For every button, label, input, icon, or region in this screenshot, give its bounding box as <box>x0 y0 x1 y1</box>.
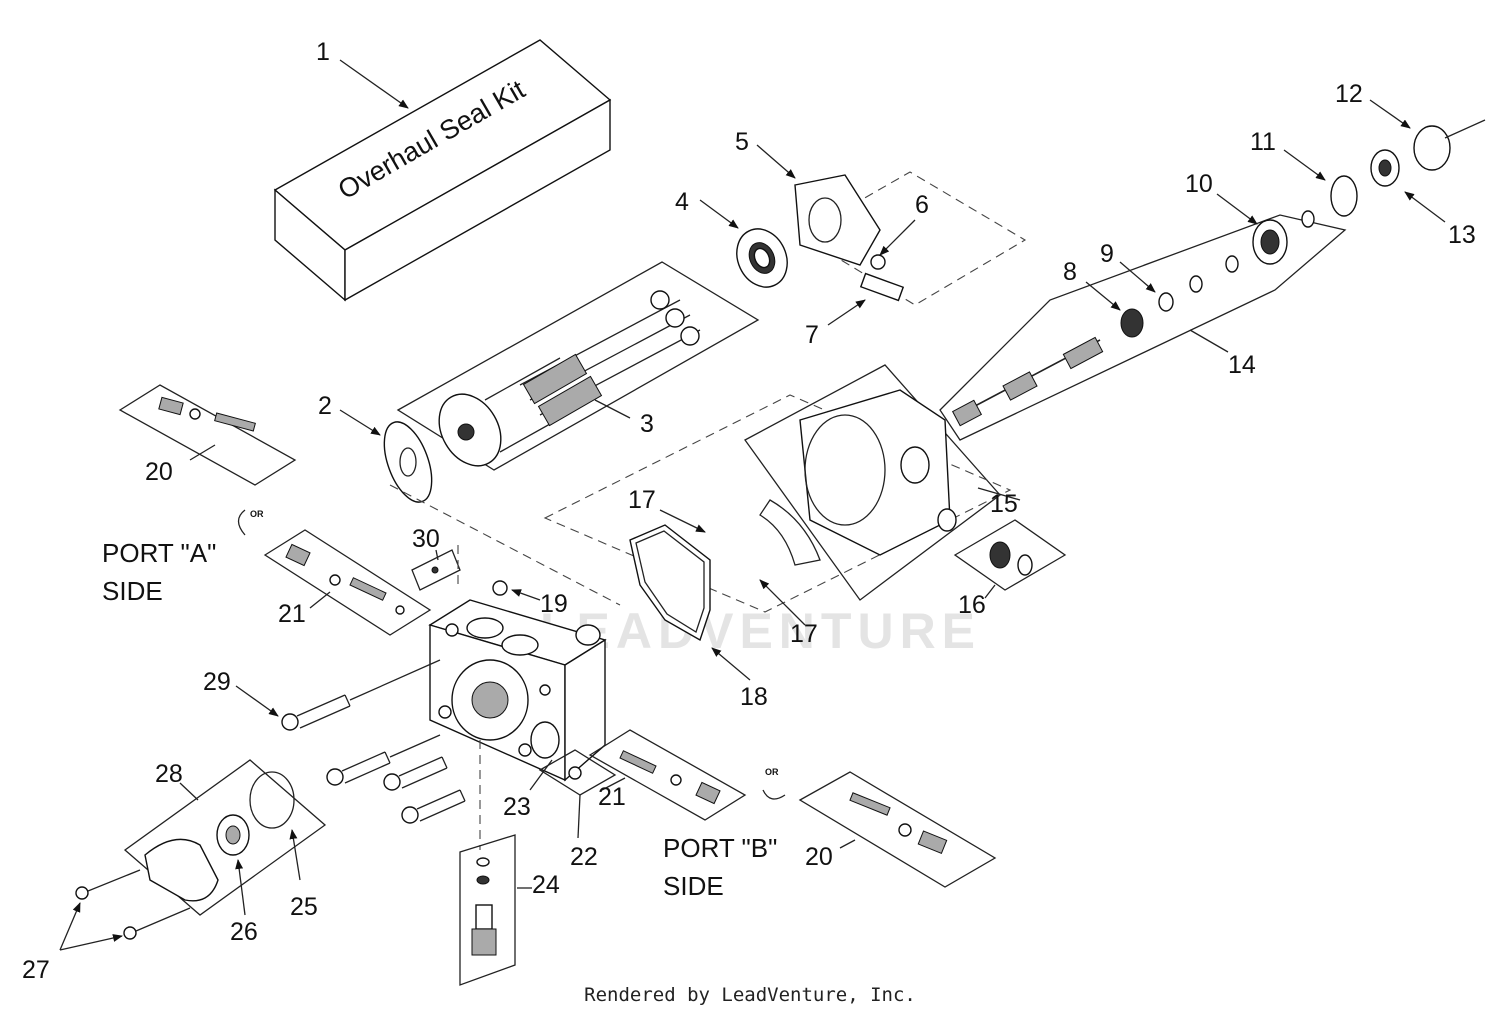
callout-21-right: 21 <box>598 783 626 811</box>
callout-21-left: 21 <box>278 600 306 628</box>
callout-27: 27 <box>22 956 50 984</box>
callout-14: 14 <box>1228 351 1256 379</box>
callout-4: 4 <box>675 188 689 216</box>
callout-8: 8 <box>1063 258 1077 286</box>
callout-11: 11 <box>1250 128 1276 156</box>
callout-6: 6 <box>915 191 929 219</box>
callout-24: 24 <box>532 871 560 899</box>
small-plug <box>411 545 461 591</box>
callout-30: 30 <box>412 525 440 553</box>
port-b-label: OR PORT "B" SIDE <box>663 767 779 901</box>
valve-cartridge-kit <box>459 834 516 986</box>
callout-3: 3 <box>640 410 654 438</box>
charge-pump-screws <box>75 869 191 940</box>
callout-19: 19 <box>540 590 568 618</box>
callout-22: 22 <box>570 843 598 871</box>
port-a-label: OR PORT "A" SIDE <box>102 509 264 606</box>
callout-2: 2 <box>318 392 332 420</box>
center-section <box>389 484 621 850</box>
callout-20-left: 20 <box>145 458 173 486</box>
callout-13: 13 <box>1448 221 1476 249</box>
plug-19 <box>492 580 508 596</box>
rotation-arrow-b-icon <box>762 789 786 800</box>
seal-ring <box>736 228 788 288</box>
callout-28: 28 <box>155 760 183 788</box>
check-valve-kit-right <box>798 771 997 888</box>
bypass-valve-kit-right <box>588 729 747 821</box>
callout-9: 9 <box>1100 240 1114 268</box>
port-a-title: PORT "A" <box>102 538 216 568</box>
callout-5: 5 <box>735 128 749 156</box>
footer-credit: Rendered by LeadVenture, Inc. <box>584 984 916 1006</box>
callout-numbers: 1 2 3 4 5 6 7 8 9 10 11 12 13 14 15 16 1… <box>22 38 1476 984</box>
cylinder-block-kit <box>396 261 760 471</box>
mounting-bolts <box>281 659 466 824</box>
callout-15: 15 <box>990 490 1018 518</box>
callout-20-right: 20 <box>805 843 833 871</box>
main-housing <box>543 364 1012 613</box>
rotation-arrow-a-icon <box>237 509 246 536</box>
callout-10: 10 <box>1185 170 1213 198</box>
callout-1: 1 <box>316 38 330 66</box>
plug-kit-22 <box>538 749 617 796</box>
port-b-title: PORT "B" <box>663 833 777 863</box>
port-b-or: OR <box>765 767 779 777</box>
callout-18: 18 <box>740 683 768 711</box>
port-a-side: SIDE <box>102 576 163 606</box>
callout-17-upper: 17 <box>628 486 656 514</box>
port-fitting-kit <box>953 519 1067 591</box>
callout-12: 12 <box>1335 80 1363 108</box>
leader-lines <box>59 59 1446 951</box>
overhaul-seal-kit-box: Overhaul Seal Kit <box>273 39 612 302</box>
input-shaft-kit <box>939 119 1486 441</box>
callout-17-lower: 17 <box>790 620 818 648</box>
check-valve-kit-left <box>118 384 297 486</box>
callout-29: 29 <box>203 668 231 696</box>
callout-16: 16 <box>958 591 986 619</box>
port-b-side: SIDE <box>663 871 724 901</box>
callout-7: 7 <box>805 321 819 349</box>
callout-23: 23 <box>503 793 531 821</box>
callout-26: 26 <box>230 918 258 946</box>
swashplate-assembly <box>794 171 1027 306</box>
port-a-or: OR <box>250 509 264 519</box>
charge-pump-kit <box>123 759 327 916</box>
watermark-text: LEADVENTURE <box>540 603 981 659</box>
bypass-valve-kit-left <box>263 529 432 636</box>
housing-gasket <box>629 524 711 642</box>
callout-25: 25 <box>290 893 318 921</box>
